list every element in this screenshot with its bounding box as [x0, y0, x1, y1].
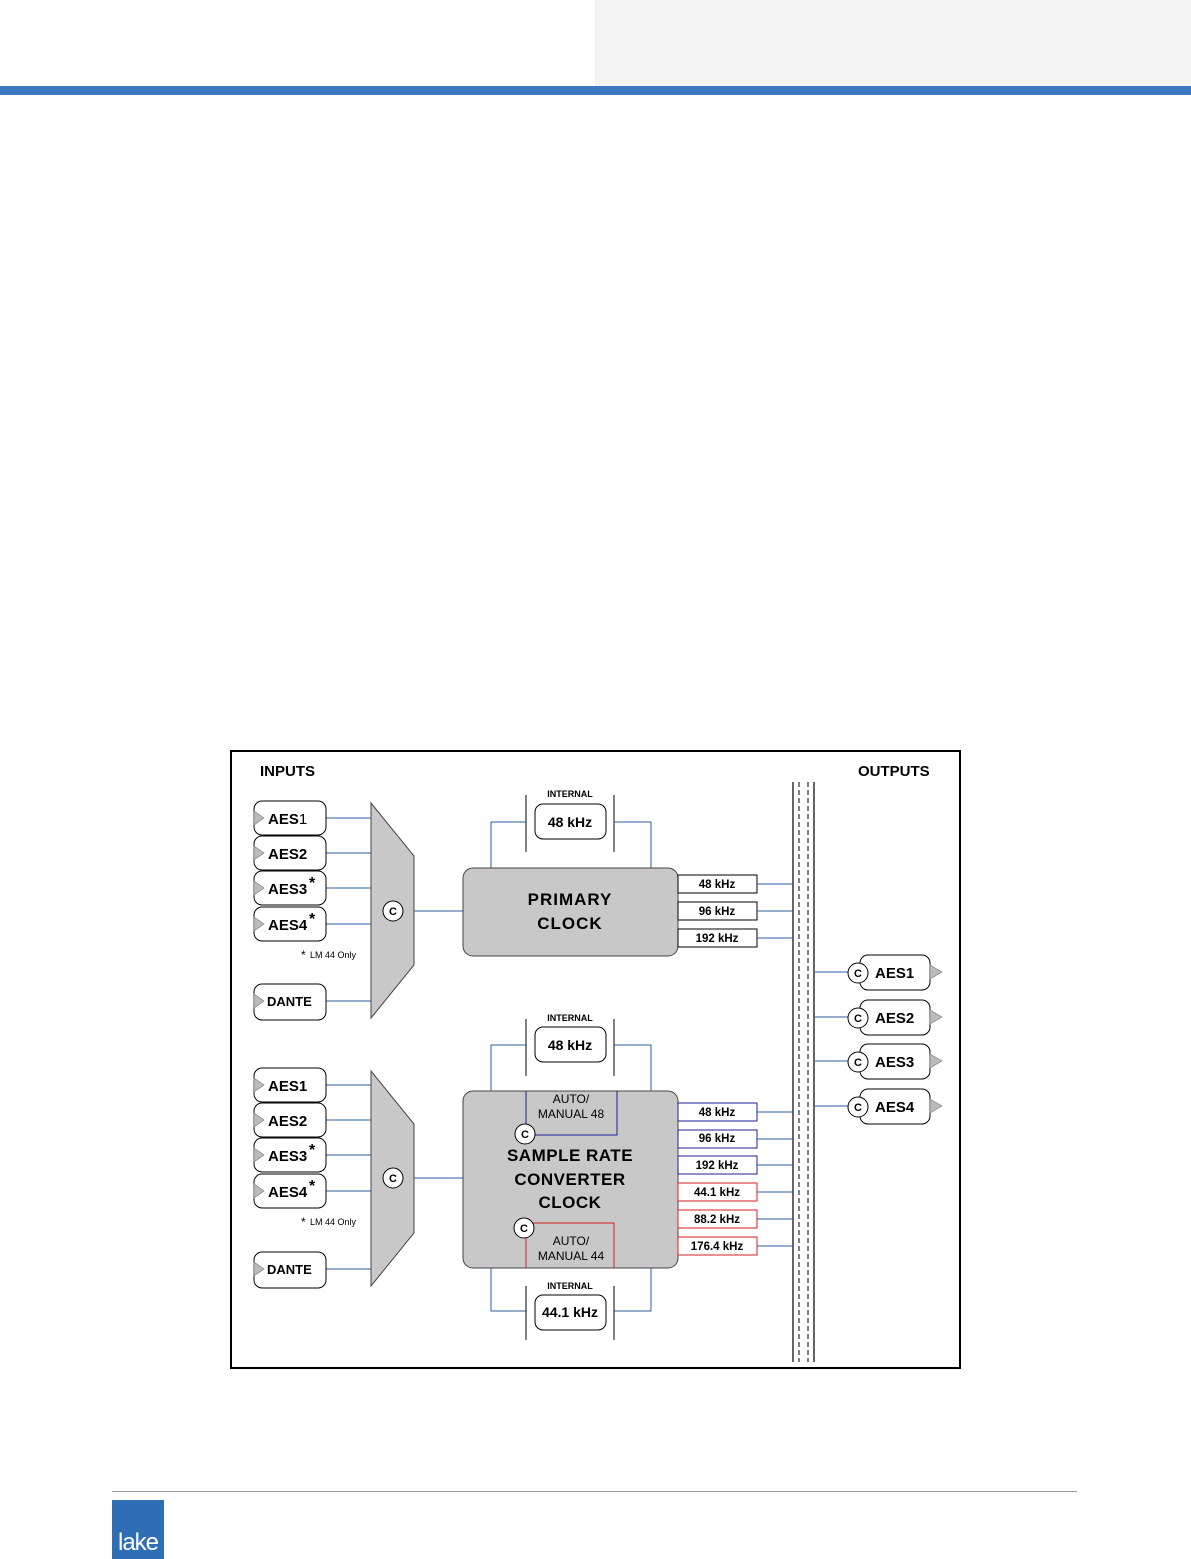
src-input-aes1: AES1: [253, 1067, 327, 1103]
src-rate-176-4: 176.4 kHz: [677, 1236, 793, 1256]
svg-text:AES3: AES3: [268, 881, 307, 898]
src-input-aes4: AES4 *: [253, 1173, 327, 1209]
src-lm44-note: LM 44 Only: [310, 1217, 357, 1227]
src-rate-96: 96 kHz: [677, 1129, 793, 1149]
src-input-aes2: AES2: [253, 1102, 327, 1138]
svg-text:AES4: AES4: [875, 1099, 915, 1116]
svg-text:MANUAL 48: MANUAL 48: [538, 1107, 605, 1121]
primary-input-aes1: AES1: [253, 800, 327, 836]
header-shade: [595, 0, 1191, 86]
src-input-wires: [326, 1084, 463, 1270]
svg-text:48 kHz: 48 kHz: [548, 1037, 592, 1053]
svg-text:PRIMARY: PRIMARY: [528, 890, 613, 909]
svg-text:INTERNAL: INTERNAL: [547, 789, 593, 799]
primary-clock-block: PRIMARY CLOCK: [462, 867, 679, 957]
svg-text:AES1: AES1: [268, 1078, 307, 1095]
clock-bus: [792, 782, 815, 1362]
output-aes1: C AES1: [814, 954, 943, 991]
output-aes4: C AES4: [814, 1088, 943, 1125]
lake-logo: lake: [112, 1500, 164, 1559]
svg-text:AES4: AES4: [268, 1184, 308, 1201]
svg-text:96 kHz: 96 kHz: [699, 1133, 736, 1145]
primary-input-aes4: AES4 *: [253, 906, 327, 942]
svg-text:88.2 kHz: 88.2 kHz: [694, 1214, 740, 1226]
svg-text:CLOCK: CLOCK: [537, 914, 602, 933]
svg-text:*: *: [309, 1178, 316, 1195]
primary-selector-clock-badge: C: [382, 900, 404, 922]
svg-text:AES4: AES4: [268, 917, 308, 934]
svg-text:48 kHz: 48 kHz: [548, 814, 592, 830]
primary-input-aes3: AES3 *: [253, 870, 327, 906]
lake-logo-text: lake: [117, 1529, 159, 1556]
src-input-aes3: AES3 *: [253, 1137, 327, 1173]
svg-text:DANTE: DANTE: [267, 994, 312, 1009]
svg-text:C: C: [520, 1223, 528, 1235]
primary-input-dante: DANTE: [253, 983, 327, 1021]
svg-text:*: *: [309, 911, 316, 928]
svg-text:AES1: AES1: [875, 965, 914, 982]
svg-text:C: C: [854, 1013, 862, 1025]
svg-text:AES3: AES3: [268, 1148, 307, 1165]
footer-rule: [112, 1491, 1077, 1492]
primary-lm44-star: *: [301, 948, 306, 962]
header-rule: [0, 86, 1191, 95]
svg-text:48 kHz: 48 kHz: [699, 879, 736, 891]
src-internal-44-source: INTERNAL 44.1 kHz: [490, 1268, 652, 1340]
svg-text:C: C: [521, 1129, 529, 1141]
svg-text:96 kHz: 96 kHz: [699, 906, 736, 918]
svg-text:AES3: AES3: [875, 1054, 914, 1071]
outputs-label: OUTPUTS: [858, 763, 930, 780]
svg-text:AES2: AES2: [268, 1113, 307, 1130]
primary-lm44-note: LM 44 Only: [310, 950, 357, 960]
src-internal-48-source: INTERNAL 48 kHz: [490, 1013, 652, 1091]
svg-text:DANTE: DANTE: [267, 1262, 312, 1277]
src-auto44-clock-badge: C: [513, 1217, 535, 1239]
src-lm44-star: *: [301, 1215, 306, 1229]
svg-text:MANUAL 44: MANUAL 44: [538, 1249, 605, 1263]
svg-text:C: C: [389, 1173, 397, 1185]
svg-text:INTERNAL: INTERNAL: [547, 1013, 593, 1023]
output-aes2: C AES2: [814, 999, 943, 1036]
primary-input-wires: [326, 817, 463, 1002]
inputs-label: INPUTS: [260, 763, 315, 780]
primary-rate-48: 48 kHz: [677, 874, 793, 894]
primary-input-aes2: AES2: [253, 835, 327, 871]
src-rate-192: 192 kHz: [677, 1155, 793, 1175]
svg-text:AES2: AES2: [875, 1010, 914, 1027]
svg-text:*: *: [309, 875, 316, 892]
primary-rate-192: 192 kHz: [677, 928, 793, 948]
src-rate-44-1: 44.1 kHz: [677, 1182, 793, 1202]
svg-text:*: *: [309, 1142, 316, 1159]
svg-text:AES2: AES2: [268, 846, 307, 863]
svg-text:AUTO/: AUTO/: [553, 1092, 590, 1106]
src-selector-clock-badge: C: [382, 1167, 404, 1189]
src-clock-block: AUTO/ MANUAL 48 AUTO/ MANUAL 44 SAMPLE R…: [462, 1090, 679, 1269]
svg-text:AES1: AES1: [268, 811, 307, 828]
svg-text:SAMPLE RATE: SAMPLE RATE: [507, 1146, 633, 1165]
src-rate-48: 48 kHz: [677, 1102, 793, 1122]
svg-text:44.1 kHz: 44.1 kHz: [694, 1187, 740, 1199]
svg-text:C: C: [854, 1057, 862, 1069]
svg-text:C: C: [389, 906, 397, 918]
output-aes3: C AES3: [814, 1043, 943, 1080]
svg-text:INTERNAL: INTERNAL: [547, 1281, 593, 1291]
src-input-dante: DANTE: [253, 1251, 327, 1289]
svg-text:CONVERTER: CONVERTER: [514, 1170, 625, 1189]
src-auto48-clock-badge: C: [514, 1123, 536, 1145]
svg-text:176.4 kHz: 176.4 kHz: [691, 1241, 744, 1253]
svg-text:48 kHz: 48 kHz: [699, 1107, 736, 1119]
svg-text:192 kHz: 192 kHz: [696, 1160, 739, 1172]
diagram-frame: [230, 750, 961, 1369]
src-rate-88-2: 88.2 kHz: [677, 1209, 793, 1229]
primary-rate-96: 96 kHz: [677, 901, 793, 921]
svg-text:C: C: [854, 1102, 862, 1114]
svg-text:CLOCK: CLOCK: [539, 1193, 602, 1212]
svg-text:44.1 kHz: 44.1 kHz: [542, 1304, 598, 1320]
primary-internal-source: INTERNAL 48 kHz: [490, 789, 652, 868]
svg-text:AUTO/: AUTO/: [553, 1234, 590, 1248]
svg-text:C: C: [854, 968, 862, 980]
svg-text:192 kHz: 192 kHz: [696, 933, 739, 945]
